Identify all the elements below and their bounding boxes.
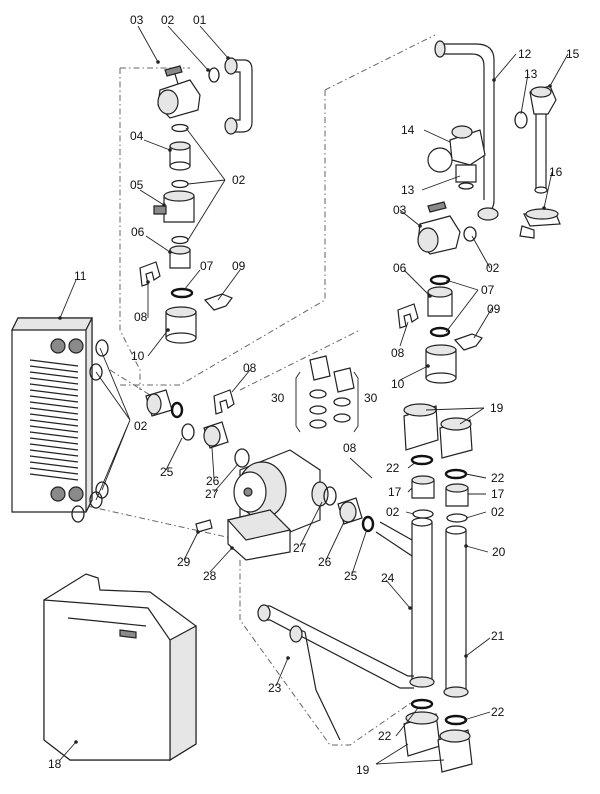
exchanger-plates xyxy=(29,359,79,481)
label-09-left: 09 xyxy=(232,259,246,273)
label-03-right: 03 xyxy=(393,203,407,217)
label-22-right-top: 22 xyxy=(491,471,505,485)
label-15: 15 xyxy=(566,47,580,61)
leader-dots xyxy=(58,56,552,744)
label-05: 05 xyxy=(130,178,144,192)
label-22-right-bottom: 22 xyxy=(491,705,505,719)
label-02-left-stack: 02 xyxy=(232,173,246,187)
label-08-right: 08 xyxy=(391,346,405,360)
label-27-right: 27 xyxy=(293,541,307,555)
front-cover xyxy=(43,573,197,762)
label-27-left: 27 xyxy=(205,487,219,501)
label-20: 20 xyxy=(492,545,506,559)
label-08-pump: 08 xyxy=(243,361,257,375)
label-03: 03 xyxy=(130,13,144,27)
label-23: 23 xyxy=(268,681,282,695)
label-06: 06 xyxy=(131,225,145,239)
label-08-left: 08 xyxy=(134,310,148,324)
label-18: 18 xyxy=(48,757,62,771)
label-17-left: 17 xyxy=(388,485,402,499)
label-07-right: 07 xyxy=(481,283,495,297)
label-22-left-top: 22 xyxy=(386,461,400,475)
label-25-left: 25 xyxy=(160,465,174,479)
label-30-right: 30 xyxy=(364,391,378,405)
label-08-center: 08 xyxy=(343,441,357,455)
label-02-pipe-left: 02 xyxy=(386,505,400,519)
label-02: 02 xyxy=(161,13,175,27)
label-11: 11 xyxy=(74,269,87,283)
label-22-left-bottom: 22 xyxy=(378,729,392,743)
label-25-right: 25 xyxy=(344,569,358,583)
label-28: 28 xyxy=(203,569,217,583)
right-valve-stack xyxy=(397,40,561,384)
label-26-left: 26 xyxy=(206,474,220,488)
label-24: 24 xyxy=(381,571,395,585)
pump-assembly xyxy=(145,355,375,561)
label-10-right: 10 xyxy=(391,377,405,391)
label-21: 21 xyxy=(491,629,505,643)
connecting-pipe xyxy=(257,604,414,741)
label-12: 12 xyxy=(518,47,532,61)
label-16: 16 xyxy=(549,165,563,179)
label-10-left: 10 xyxy=(131,349,145,363)
label-01: 01 xyxy=(193,13,207,27)
label-06-right: 06 xyxy=(393,261,407,275)
label-02-exchanger: 02 xyxy=(134,419,148,433)
label-14: 14 xyxy=(401,123,415,137)
label-19-bottom: 19 xyxy=(356,763,370,777)
label-02-right: 02 xyxy=(486,261,500,275)
leader-lines xyxy=(59,25,569,765)
right-pipe-assembly xyxy=(375,403,473,773)
label-30-left: 30 xyxy=(271,391,285,405)
plate-heat-exchanger xyxy=(11,317,109,523)
label-07-left: 07 xyxy=(200,259,214,273)
label-09-right: 09 xyxy=(487,302,501,316)
left-valve-stack xyxy=(139,57,253,344)
callout-labels: 03 02 01 04 05 06 02 07 09 08 10 11 12 1… xyxy=(48,13,580,777)
label-13-top: 13 xyxy=(524,67,538,81)
label-29: 29 xyxy=(177,555,191,569)
label-17-right: 17 xyxy=(491,487,505,501)
label-19-top: 19 xyxy=(490,401,504,415)
label-02-pipe-right: 02 xyxy=(491,505,505,519)
label-26-right: 26 xyxy=(318,555,332,569)
label-04: 04 xyxy=(130,129,144,143)
label-13-mid: 13 xyxy=(401,183,415,197)
